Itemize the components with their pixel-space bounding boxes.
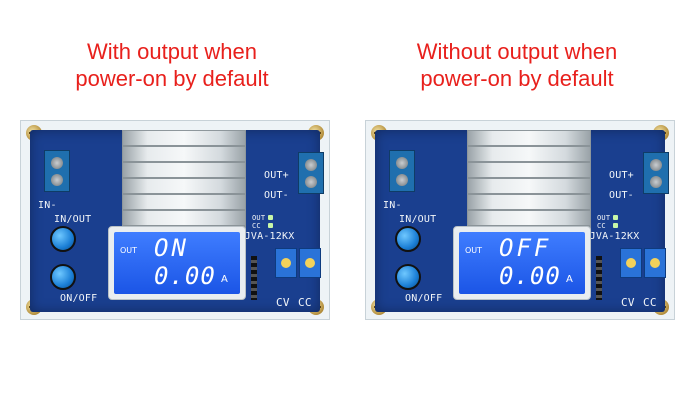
label-out-led: OUT — [597, 214, 611, 222]
output-terminal-block — [298, 152, 324, 194]
lcd-state: ON — [154, 234, 189, 262]
in-out-button — [395, 226, 421, 252]
lcd-reading: 0.00 — [154, 262, 216, 290]
caption-line: power-on by default — [75, 66, 269, 91]
caption-line: With output when — [87, 39, 257, 64]
label-cc-led: CC — [252, 222, 261, 230]
caption-without-output: Without output when power-on by default — [367, 38, 667, 92]
on-off-button — [395, 264, 421, 290]
label-cv: CV — [621, 296, 635, 309]
lcd-reading: 0.00 — [499, 262, 561, 290]
caption-line: Without output when — [416, 39, 618, 64]
model-label: ZK-JVA-12KX — [226, 231, 295, 242]
lcd-state: OFF — [499, 234, 552, 262]
cc-potentiometer — [644, 248, 666, 278]
label-in-minus: IN- — [383, 200, 402, 211]
input-terminal-block — [389, 150, 415, 192]
in-out-button — [50, 226, 76, 252]
label-cc: CC — [298, 296, 312, 309]
label-out-plus: OUT+ — [264, 170, 289, 181]
label-out-minus: OUT- — [264, 190, 289, 201]
cc-potentiometer — [299, 248, 321, 278]
output-terminal-block — [643, 152, 669, 194]
out-led — [613, 215, 618, 220]
cc-led — [613, 223, 618, 228]
lcd-unit: A — [566, 274, 573, 285]
label-in-minus: IN- — [38, 200, 57, 211]
cv-potentiometer — [620, 248, 642, 278]
caption-with-output: With output when power-on by default — [22, 38, 322, 92]
label-out-led: OUT — [252, 214, 266, 222]
power-module-photo-on: IN- IN/OUT OUT+ OUT- OUT CC ZK-JVA-12KX … — [20, 120, 330, 320]
out-led — [268, 215, 273, 220]
heatsink — [467, 130, 591, 238]
label-out-minus: OUT- — [609, 190, 634, 201]
label-cv: CV — [276, 296, 290, 309]
lcd-bezel: OUT ON 0.00 A — [108, 226, 246, 300]
pin-header — [596, 256, 602, 300]
label-out-plus: OUT+ — [609, 170, 634, 181]
label-on-off: ON/OFF — [60, 293, 98, 304]
model-label: ZK-JVA-12KX — [571, 231, 640, 242]
caption-line: power-on by default — [420, 66, 614, 91]
label-in-out: IN/OUT — [399, 214, 437, 225]
label-in-out: IN/OUT — [54, 214, 92, 225]
on-off-button — [50, 264, 76, 290]
circuit-board: IN- IN/OUT OUT+ OUT- OUT CC ZK-JVA-12KX … — [375, 130, 669, 312]
input-terminal-block — [44, 150, 70, 192]
cv-potentiometer — [275, 248, 297, 278]
cc-led — [268, 223, 273, 228]
lcd-screen: OUT OFF 0.00 A — [459, 232, 585, 294]
lcd-screen: OUT ON 0.00 A — [114, 232, 240, 294]
heatsink — [122, 130, 246, 238]
pin-header — [251, 256, 257, 300]
lcd-bezel: OUT OFF 0.00 A — [453, 226, 591, 300]
power-module-photo-off: IN- IN/OUT OUT+ OUT- OUT CC ZK-JVA-12KX … — [365, 120, 675, 320]
lcd-out-label: OUT — [120, 246, 138, 255]
circuit-board: IN- IN/OUT OUT+ OUT- OUT CC ZK-JVA-12KX … — [30, 130, 324, 312]
label-cc-led: CC — [597, 222, 606, 230]
label-on-off: ON/OFF — [405, 293, 443, 304]
lcd-unit: A — [221, 274, 228, 285]
lcd-out-label: OUT — [465, 246, 483, 255]
label-cc: CC — [643, 296, 657, 309]
